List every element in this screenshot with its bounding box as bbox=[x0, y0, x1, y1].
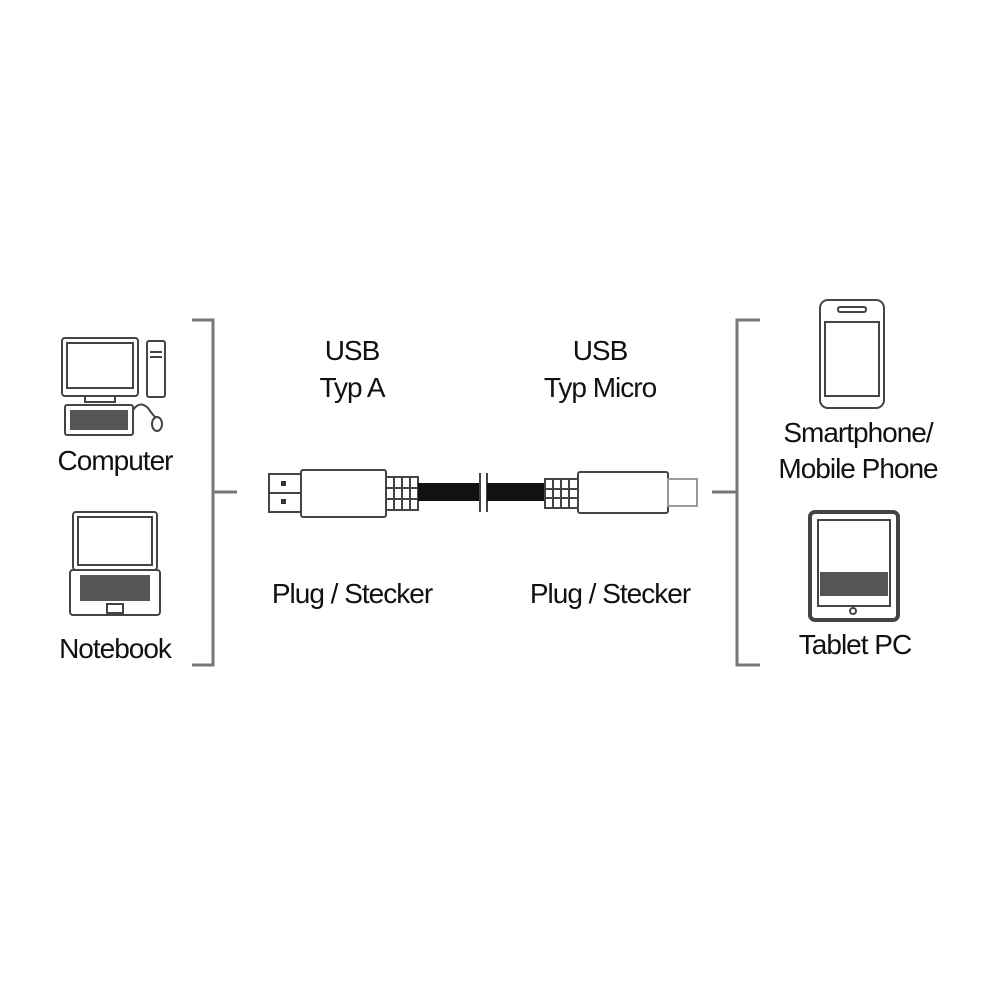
computer-label: Computer bbox=[58, 445, 174, 476]
usb-micro-plug bbox=[544, 471, 698, 514]
usb-a-title: USB bbox=[325, 335, 380, 366]
smartphone-label-line1: Smartphone/ bbox=[783, 417, 934, 448]
tablet-icon bbox=[808, 510, 900, 622]
usb-a-plug bbox=[268, 469, 419, 518]
computer-icon bbox=[61, 337, 166, 436]
cable-segment-left bbox=[418, 483, 480, 501]
right-bracket bbox=[712, 318, 760, 667]
usb-micro-type: Typ Micro bbox=[544, 372, 657, 403]
usb-micro-title: USB bbox=[573, 335, 628, 366]
tablet-label: Tablet PC bbox=[799, 629, 912, 660]
smartphone-label-line2: Mobile Phone bbox=[778, 453, 938, 484]
usb-a-type: Typ A bbox=[319, 372, 385, 403]
cable-segment-right bbox=[487, 483, 545, 501]
notebook-label: Notebook bbox=[59, 633, 173, 664]
notebook-icon bbox=[69, 511, 161, 616]
smartphone-icon bbox=[819, 299, 885, 409]
usb-micro-plug-label: Plug / Stecker bbox=[530, 578, 691, 609]
left-bracket bbox=[192, 318, 237, 667]
usb-a-plug-label: Plug / Stecker bbox=[272, 578, 433, 609]
usb-cable bbox=[268, 469, 698, 518]
